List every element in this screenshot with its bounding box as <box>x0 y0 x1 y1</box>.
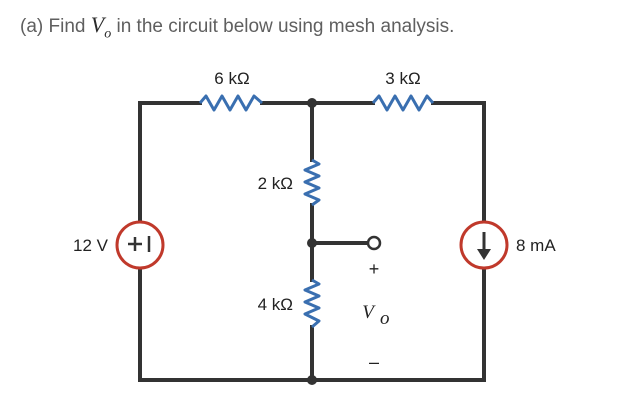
current-arrow-head-icon <box>477 249 491 260</box>
label-6k: 6 kΩ <box>214 69 249 88</box>
vo-variable-sub: o <box>104 26 112 42</box>
vo-minus-sign: – <box>369 352 379 372</box>
question-text: (a) Find Vo in the circuit below using m… <box>20 12 454 42</box>
voltage-source-12v <box>115 220 165 270</box>
vo-label-main: V <box>362 302 376 323</box>
vo-variable: Vo <box>90 12 111 41</box>
vo-variable-main: V <box>90 12 105 37</box>
resistor-6k <box>198 94 263 112</box>
resistor-4k <box>303 278 321 329</box>
label-4k: 4 kΩ <box>258 295 293 314</box>
label-8ma: 8 mA <box>516 236 556 255</box>
junction-top <box>307 98 317 108</box>
vo-label-sub: o <box>380 308 390 329</box>
label-2k: 2 kΩ <box>258 174 293 193</box>
vo-terminal <box>366 235 382 251</box>
junction-middle <box>307 238 317 248</box>
junction-bottom <box>307 375 317 385</box>
question-suffix: in the circuit below using mesh analysis… <box>111 16 455 37</box>
vo-plus-sign: + <box>369 259 380 279</box>
resistor-3k <box>371 94 435 112</box>
label-12v: 12 V <box>73 236 109 255</box>
current-source-8ma <box>459 220 509 270</box>
resistor-2k <box>303 158 321 207</box>
question-prefix: (a) Find <box>20 16 91 37</box>
label-3k: 3 kΩ <box>385 69 420 88</box>
